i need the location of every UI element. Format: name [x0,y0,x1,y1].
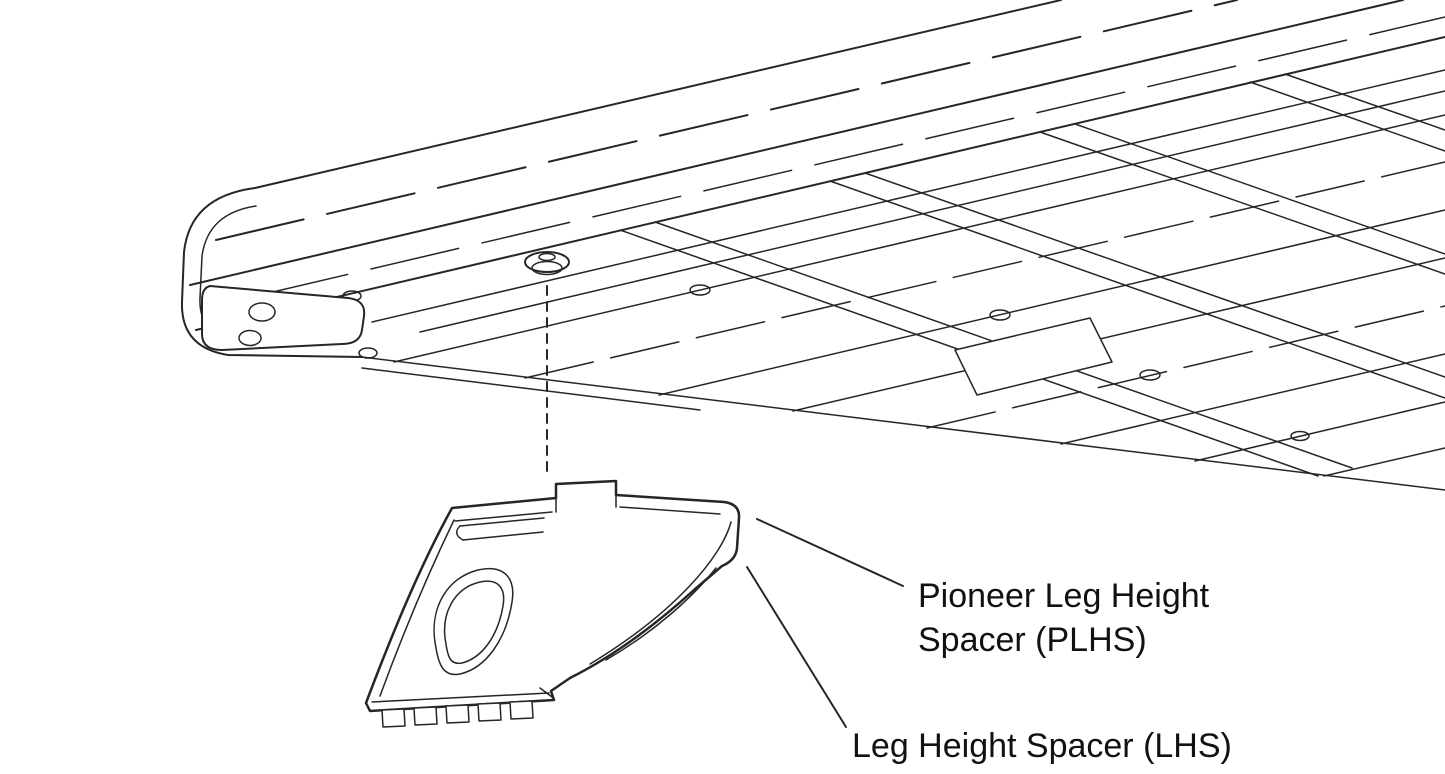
callout-plhs-line2: Spacer (PLHS) [918,621,1147,659]
front-rail-icon [180,0,1445,359]
leg-height-spacer-icon [364,479,741,728]
platform-underside-icon [361,69,1445,491]
corner-bracket-plate-icon [201,285,366,351]
callout-lhs: Leg Height Spacer (LHS) [852,724,1232,768]
callout-plhs: Pioneer Leg Height Spacer (PLHS) [918,574,1209,662]
callout-lhs-text: Leg Height Spacer (LHS) [852,727,1232,765]
leader-lines [746,518,904,728]
mounting-bolt-icon [524,251,570,276]
leader-line-lhs [746,566,847,728]
leader-line-plhs [756,518,904,587]
callout-plhs-line1: Pioneer Leg Height [918,577,1210,615]
